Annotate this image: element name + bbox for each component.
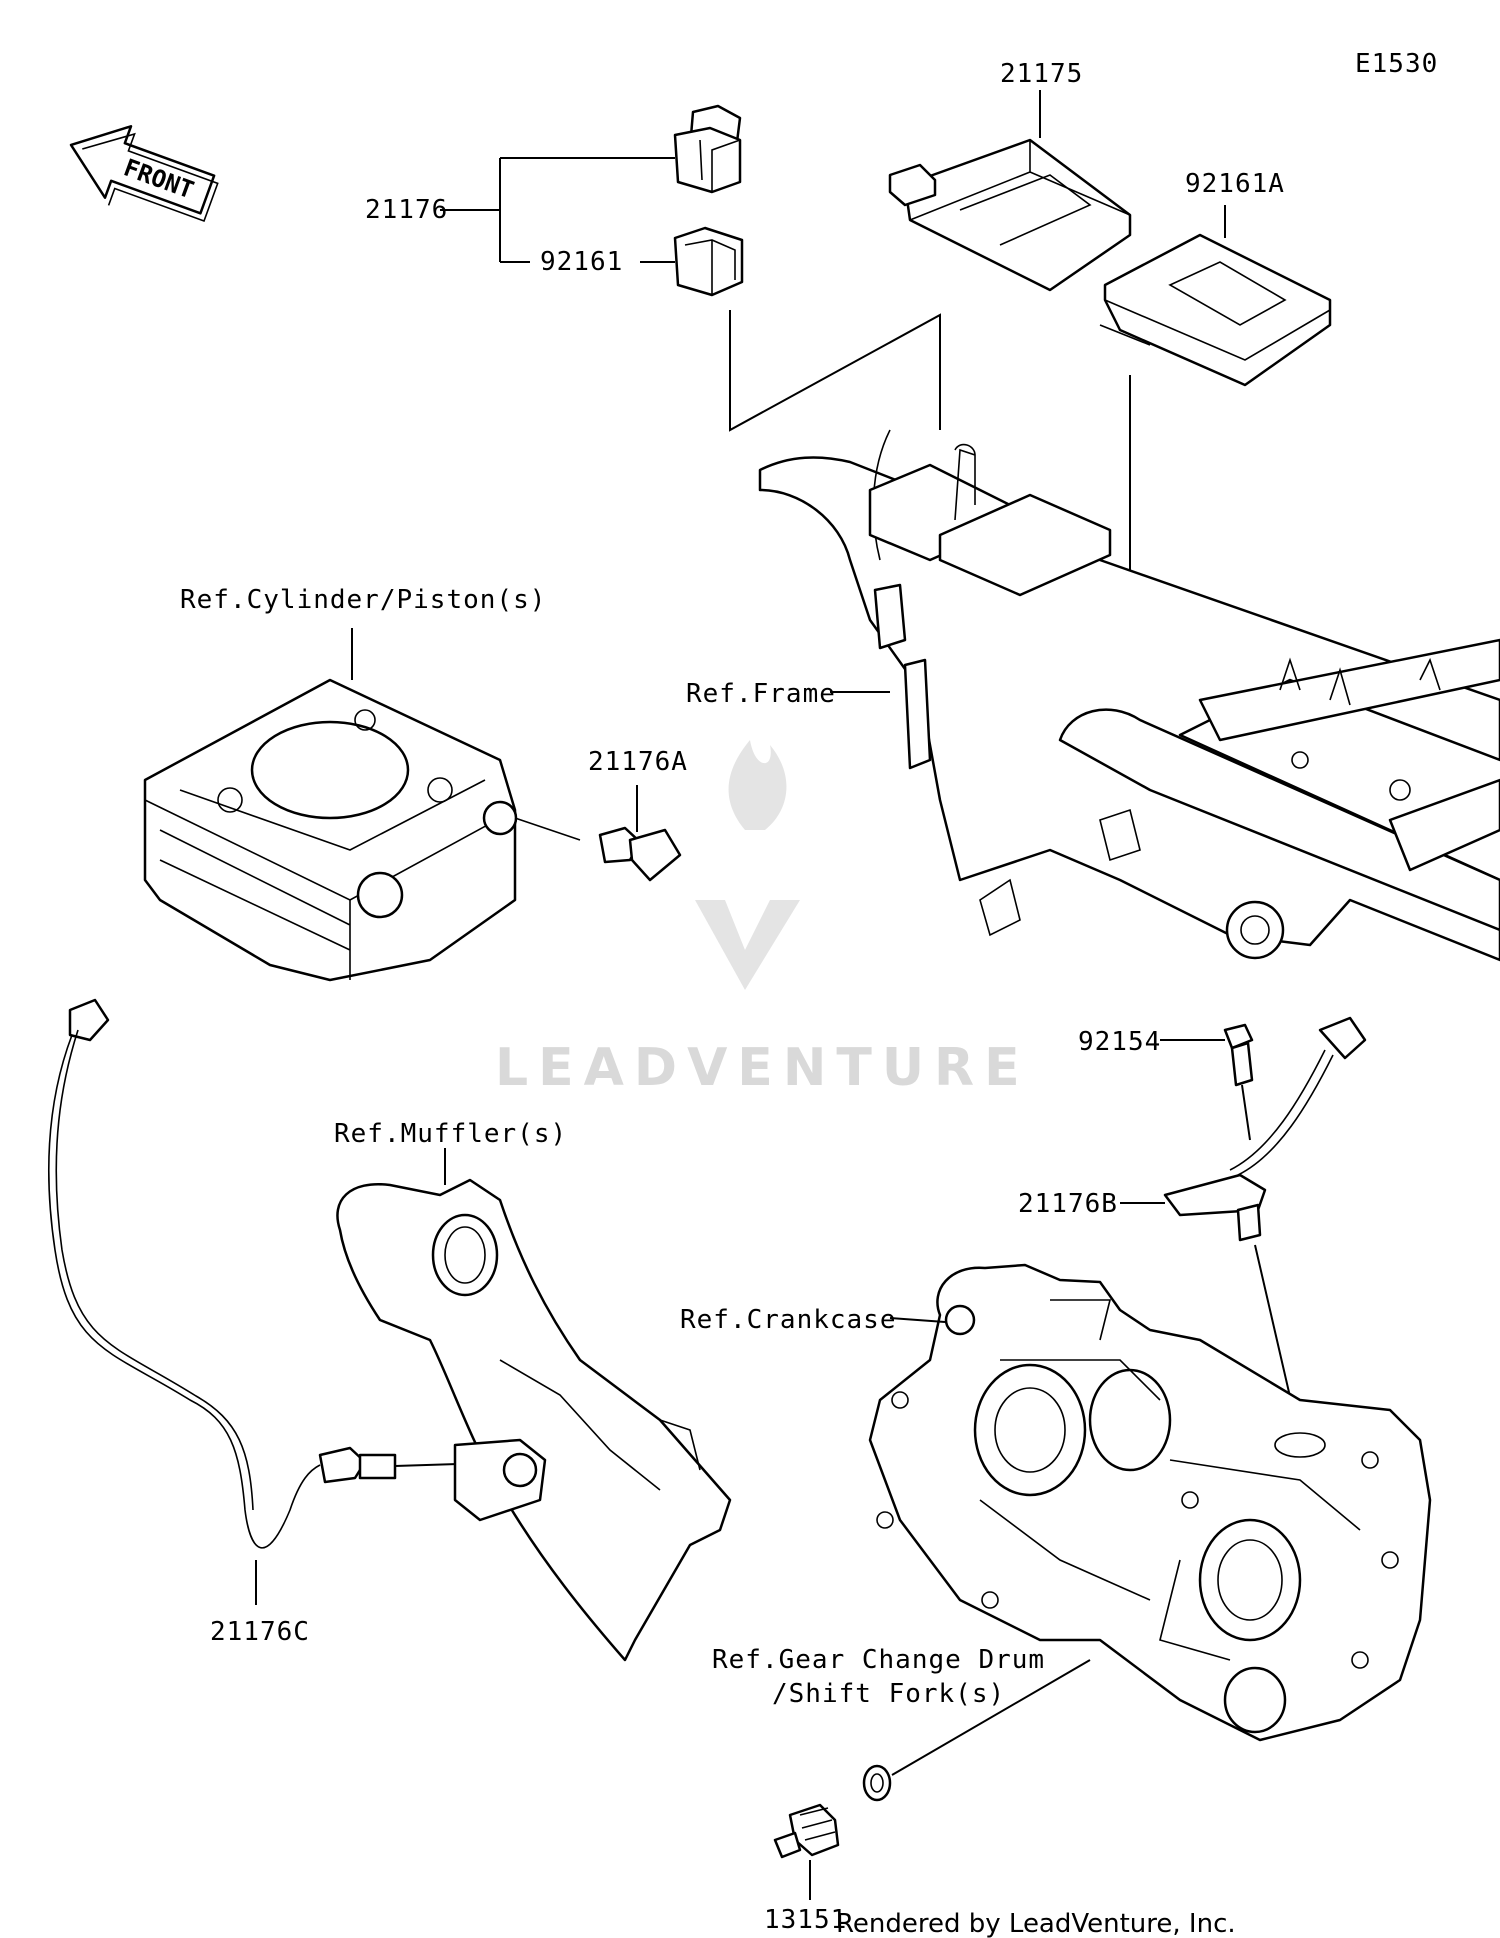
- connector-cover-92161: [673, 226, 744, 297]
- ref-cylinder: Ref.Cylinder/Piston(s): [180, 585, 546, 615]
- diagram-code: E1530: [1355, 49, 1438, 79]
- cylinder-ref: [143, 678, 518, 982]
- callout-92154: 92154: [1078, 1027, 1161, 1057]
- render-credit: Rendered by LeadVenture, Inc.: [836, 1909, 1236, 1938]
- ref-gear-change-line2: /Shift Fork(s): [772, 1679, 1005, 1709]
- callout-92161A: 92161A: [1185, 169, 1285, 199]
- ref-muffler: Ref.Muffler(s): [334, 1119, 567, 1149]
- callout-21176C: 21176C: [210, 1617, 310, 1647]
- ref-frame: Ref.Frame: [686, 679, 836, 709]
- ref-crankcase: Ref.Crankcase: [680, 1305, 897, 1335]
- muffler-ref: [336, 1178, 732, 1662]
- callout-21175: 21175: [1000, 59, 1083, 89]
- washer: [862, 1764, 892, 1802]
- callout-92161: 92161: [540, 247, 623, 277]
- callout-13151: 13151: [764, 1905, 847, 1935]
- front-arrow-icon: FRONT: [69, 125, 219, 223]
- callout-21176A: 21176A: [588, 747, 688, 777]
- bolt-92154: [1223, 1023, 1254, 1087]
- ref-gear-change-line1: Ref.Gear Change Drum: [712, 1645, 1045, 1675]
- callout-21176: 21176: [365, 195, 448, 225]
- ecu-21175: [888, 138, 1132, 292]
- sensor-21176C: [48, 998, 397, 1549]
- sensor-21176B: [1163, 1016, 1367, 1242]
- callout-21176B: 21176B: [1018, 1189, 1118, 1219]
- watermark: LEADVENTURE: [495, 740, 1030, 1098]
- sensor-21176A: [514, 817, 682, 882]
- connector-21176: [673, 104, 742, 194]
- switch-13151: [773, 1803, 840, 1859]
- watermark-text: LEADVENTURE: [495, 1038, 1030, 1098]
- ecu-cover-92161A: [1099, 233, 1332, 387]
- frame-ref: [758, 429, 1500, 962]
- crankcase-ref: [868, 1263, 1432, 1742]
